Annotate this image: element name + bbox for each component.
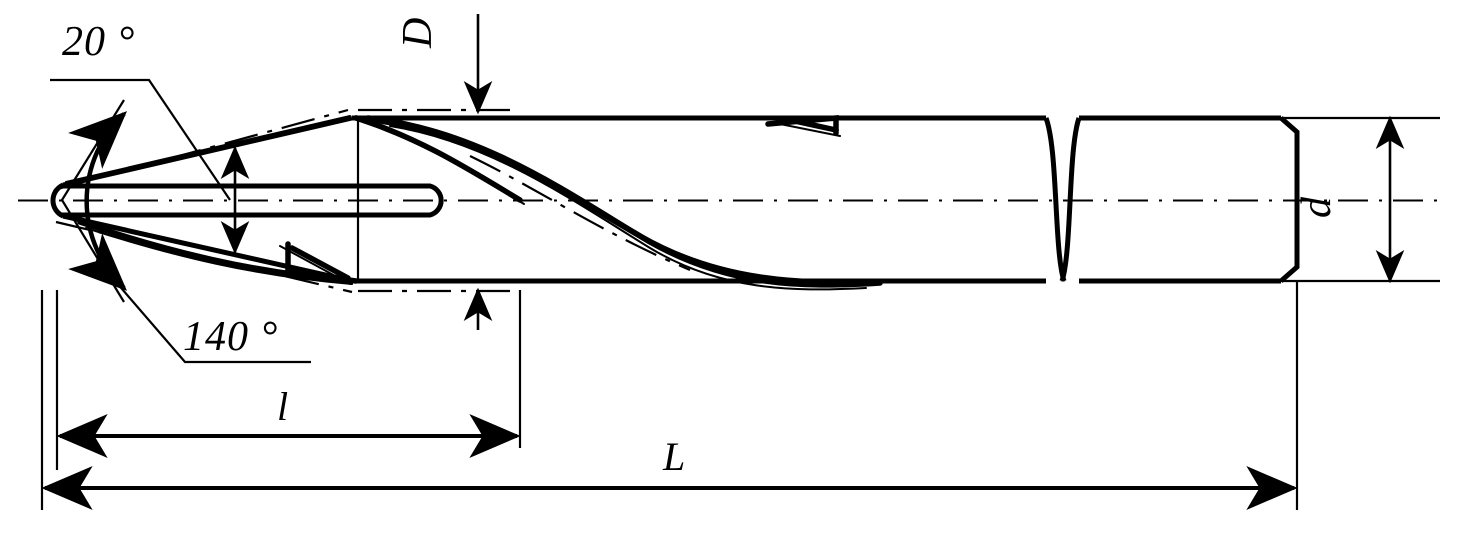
angle-140-label: 140 ° xyxy=(183,314,278,360)
dimension-d: d xyxy=(1281,115,1440,284)
angle-140-annotation: 140 ° xyxy=(115,281,311,364)
helical-flute-lines xyxy=(77,115,883,291)
dimension-D: D xyxy=(395,14,493,330)
dimension-d-label: d xyxy=(1294,196,1340,218)
angle-20-label: 20 ° xyxy=(62,19,135,65)
dimension-l-label: l xyxy=(277,384,288,429)
dimension-L: L xyxy=(40,281,1299,510)
dimension-l: l xyxy=(55,290,522,470)
flute-runout-lower xyxy=(279,241,359,285)
flute-runout-upper xyxy=(765,114,841,137)
web-slot-detail xyxy=(62,183,444,218)
dimension-L-label: L xyxy=(662,434,685,479)
angle-140-arc xyxy=(61,99,127,303)
angle-20-annotation: 20 ° xyxy=(50,19,231,201)
dimension-D-label: D xyxy=(395,17,441,49)
